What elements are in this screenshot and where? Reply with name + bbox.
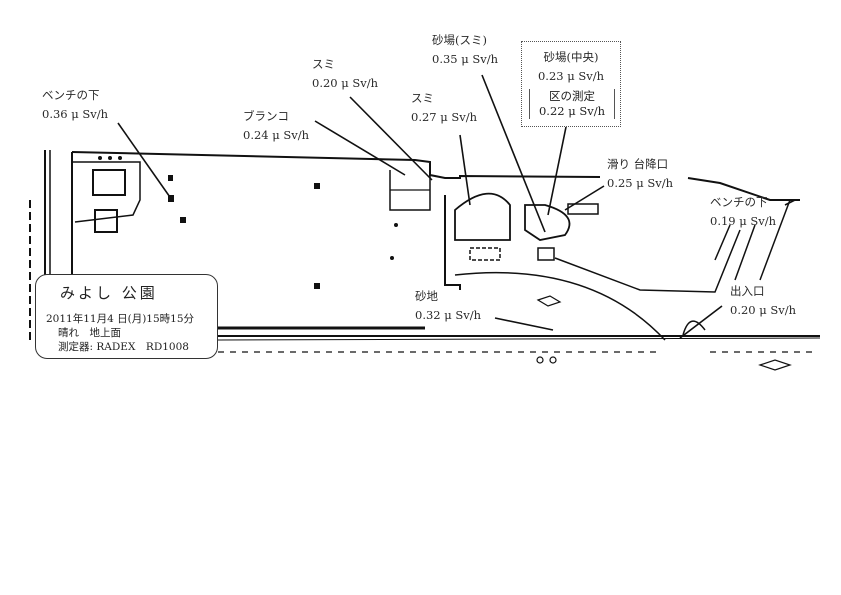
measurement-datetime: 2011年11月4 日(月)15時15分 bbox=[46, 313, 195, 325]
measurement-corner-1: スミ 0.20 μ Sv/h bbox=[312, 55, 378, 93]
measurement-bench-west: ベンチの下 0.36 μ Sv/h bbox=[42, 86, 108, 124]
dose-value: 0.36 μ Sv/h bbox=[42, 107, 109, 121]
dose-value: 0.19 μ Sv/h bbox=[710, 214, 777, 228]
instrument: 測定器: RADEX RD1008 bbox=[58, 341, 189, 353]
dose-value: 0.25 μ Sv/h bbox=[607, 176, 674, 190]
weather-conditions: 晴れ 地上面 bbox=[58, 327, 121, 339]
location-label: ベンチの下 bbox=[42, 88, 100, 102]
measurement-swing: ブランコ 0.24 μ Sv/h bbox=[243, 107, 309, 145]
location-label: 滑り 台降口 bbox=[607, 157, 669, 171]
park-name: みよし 公園 bbox=[60, 284, 158, 302]
location-label: 砂場(スミ) bbox=[432, 33, 487, 47]
measurement-corner-2: スミ 0.27 μ Sv/h bbox=[411, 89, 477, 127]
dose-value: 0.24 μ Sv/h bbox=[243, 128, 310, 142]
location-label: スミ bbox=[312, 57, 335, 71]
dose-value: 0.32 μ Sv/h bbox=[415, 308, 482, 322]
dose-value: 0.23 μ Sv/h bbox=[537, 69, 605, 83]
location-label: スミ bbox=[411, 91, 434, 105]
ward-measurement: 区の測定 0.22 μ Sv/h bbox=[529, 89, 615, 119]
measurement-sandbox-center: 砂場(中央) 0.23 μ Sv/h 区の測定 0.22 μ Sv/h bbox=[521, 41, 621, 127]
measurement-sandbox-corner: 砂場(スミ) 0.35 μ Sv/h bbox=[432, 31, 498, 69]
location-label: 砂地 bbox=[415, 289, 438, 303]
dose-value: 0.35 μ Sv/h bbox=[432, 52, 499, 66]
ward-label: 区の測定 bbox=[549, 89, 595, 103]
measurement-entrance: 出入口 0.20 μ Sv/h bbox=[730, 282, 796, 320]
measurement-bench-east: ベンチの下 0.19 μ Sv/h bbox=[710, 193, 776, 231]
location-label: ブランコ bbox=[243, 109, 289, 123]
location-label: 出入口 bbox=[730, 284, 765, 298]
location-label: 砂場(中央) bbox=[543, 50, 599, 64]
ward-value: 0.22 μ Sv/h bbox=[538, 104, 606, 118]
park-info-box: みよし 公園 2011年11月4 日(月)15時15分 晴れ 地上面 測定器: … bbox=[35, 274, 218, 359]
measurement-sand-ground: 砂地 0.32 μ Sv/h bbox=[415, 287, 481, 325]
location-label: ベンチの下 bbox=[710, 195, 768, 209]
dose-value: 0.27 μ Sv/h bbox=[411, 110, 478, 124]
measurement-slide-exit: 滑り 台降口 0.25 μ Sv/h bbox=[607, 155, 673, 193]
dose-value: 0.20 μ Sv/h bbox=[730, 303, 797, 317]
dose-value: 0.20 μ Sv/h bbox=[312, 76, 379, 90]
